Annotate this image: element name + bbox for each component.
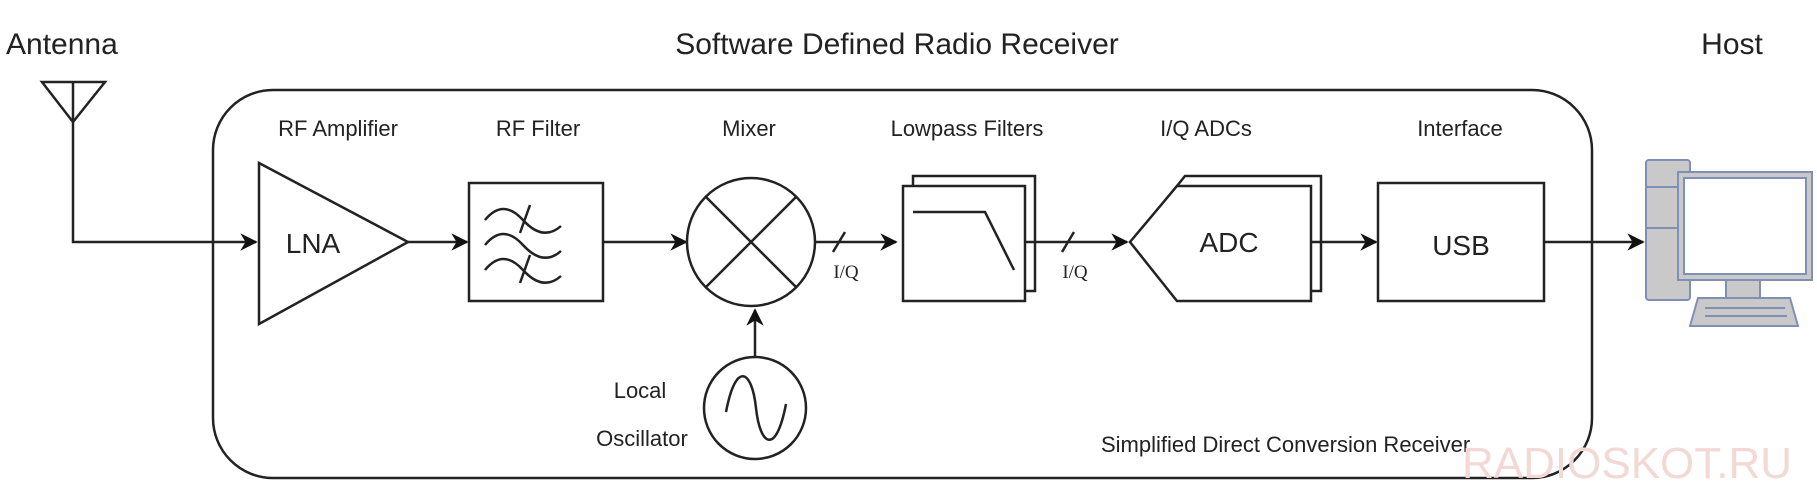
lna-text: LNA [286,228,341,259]
watermark: RADIOSKOT.RU [1462,439,1792,484]
oscillator-label: Oscillator [596,426,688,451]
antenna-label: Antenna [6,28,118,61]
usb-text: USB [1432,230,1490,261]
computer-icon [1645,159,1813,327]
diagram-caption: Simplified Direct Conversion Receiver [1101,432,1470,457]
rf-filter-label: RF Filter [496,116,580,141]
iq-bus-label-2: I/Q [1062,262,1088,283]
adc-block: ADC [1128,174,1323,303]
adc-text: ADC [1199,227,1258,258]
mixer-label: Mixer [722,116,776,141]
usb-interface-block: USB [1376,181,1546,303]
local-oscillator-icon [702,355,808,461]
bus-slash-icon [831,231,847,253]
antenna-icon [39,80,258,251]
bandpass-filter-icon [484,204,562,284]
rf-amplifier-label: RF Amplifier [278,116,398,141]
lowpass-response-icon [913,210,1016,271]
lna-block: LNA [257,160,411,327]
receiver-enclosure [211,88,1594,480]
local-label: Local [614,378,667,403]
host-label: Host [1701,28,1763,61]
lowpass-filters-label: Lowpass Filters [891,116,1044,141]
iq-adcs-label: I/Q ADCs [1160,116,1252,141]
interface-label: Interface [1417,116,1503,141]
diagram-title: Software Defined Radio Receiver [675,28,1119,61]
iq-bus-label-1: I/Q [833,262,859,283]
lowpass-filters-block [901,174,1037,303]
rf-filter-block [467,181,605,303]
bus-slash-icon [1060,231,1076,253]
mixer-icon [685,176,817,308]
